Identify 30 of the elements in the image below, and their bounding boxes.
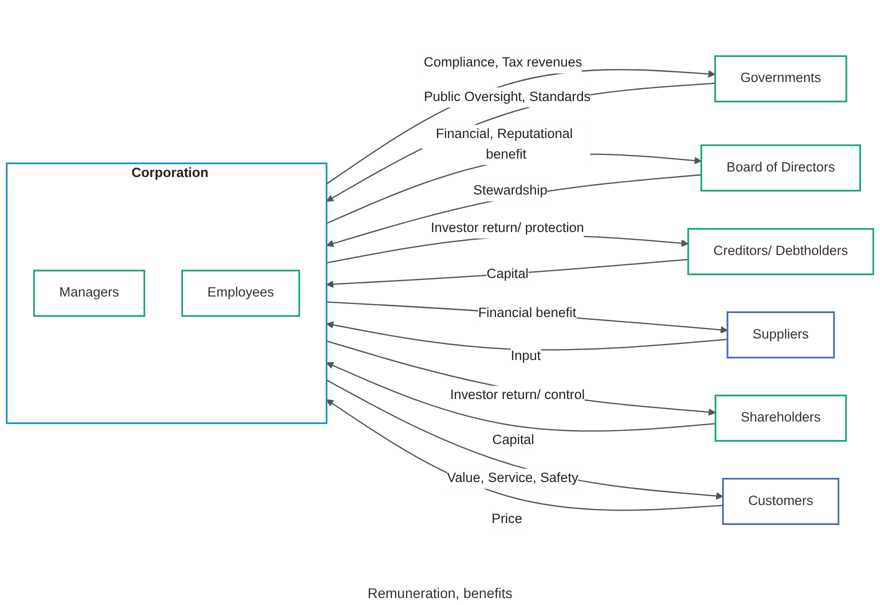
edge-label: Compliance, Tax revenues <box>424 56 582 70</box>
node-box: Creditors/ Debtholders <box>687 228 874 276</box>
arrow <box>326 340 716 416</box>
node-box: Board of Directors <box>700 144 862 192</box>
edge-label: Financial benefit <box>478 306 576 320</box>
arrow <box>326 258 688 288</box>
node-box: Customers <box>722 478 840 525</box>
edge-label: Financial, Reputational benefit <box>436 127 573 162</box>
edge-label: Public Oversight, Standards <box>424 90 591 104</box>
edge-label: Capital <box>492 433 534 448</box>
edge-label: Input <box>510 348 541 364</box>
node-box: Shareholders <box>714 394 847 442</box>
arrow <box>326 301 728 334</box>
arrow <box>326 362 716 432</box>
edge-label: Investor return/ control <box>450 388 585 403</box>
edge-label: Price <box>492 512 522 526</box>
note-text: Remuneration, benefits <box>368 585 512 601</box>
arrow <box>326 399 724 511</box>
node-box: Governments <box>714 55 848 102</box>
arrow <box>326 174 702 248</box>
arrow <box>326 154 702 224</box>
node-box: Suppliers <box>726 311 835 358</box>
node-box: Managers <box>33 270 146 317</box>
node-box: Employees <box>181 270 300 317</box>
edge-label: Stewardship <box>473 184 548 198</box>
edge-label: Investor return/ protection <box>430 220 584 236</box>
edge-label: Value, Service, Safety <box>446 471 578 486</box>
arrow <box>326 380 724 500</box>
arrow <box>326 321 728 351</box>
edge-label: Capital <box>486 267 529 282</box>
